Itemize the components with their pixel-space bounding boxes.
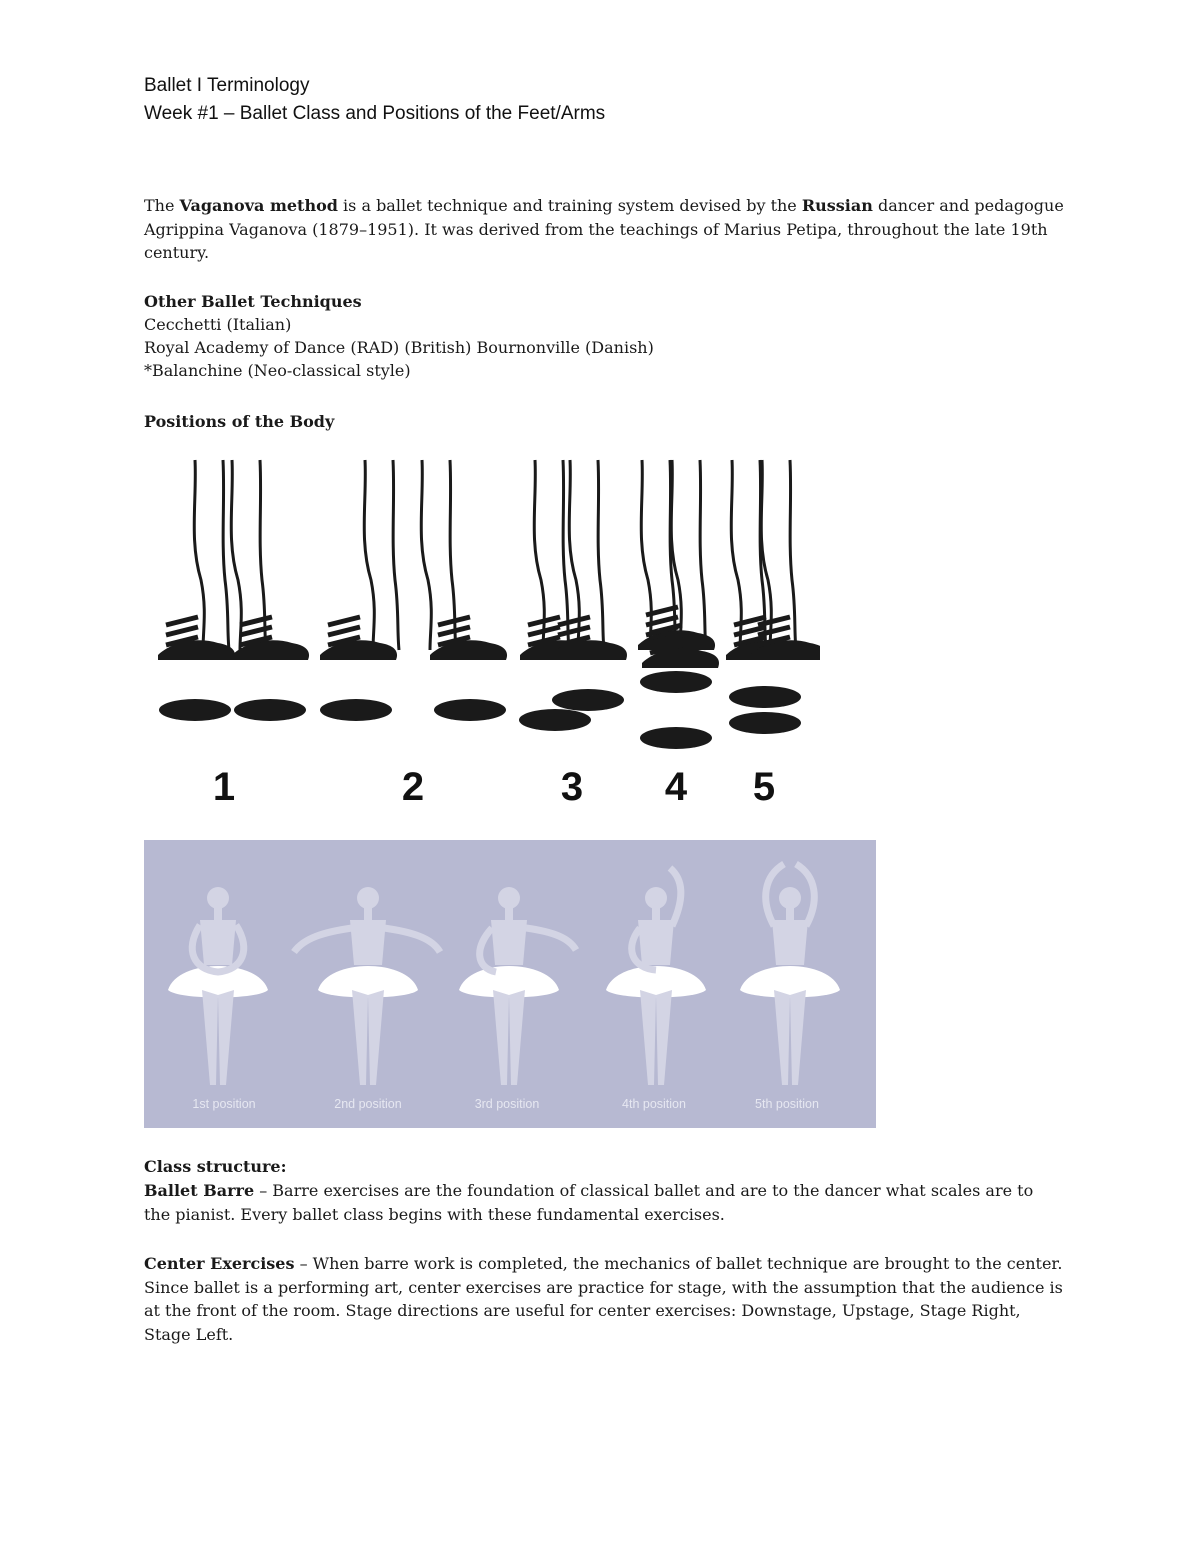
intro-text-1: The — [144, 196, 180, 215]
arm-label-4: 4th position — [622, 1097, 686, 1111]
feet-position-1 — [158, 458, 309, 721]
intro-term-vaganova: Vaganova method — [179, 196, 338, 215]
technique-item: *Balanchine (Neo-classical style) — [144, 361, 411, 380]
feet-number-3: 3 — [561, 765, 583, 809]
document-title: Ballet I Terminology — [144, 75, 310, 96]
barre-term: Ballet Barre — [144, 1181, 255, 1200]
feet-position-2 — [320, 458, 507, 721]
techniques-heading: Other Ballet Techniques — [144, 292, 362, 311]
feet-position-4 — [638, 458, 719, 749]
arm-position-1 — [168, 887, 268, 1085]
feet-position-5 — [726, 458, 820, 734]
positions-heading: Positions of the Body — [144, 412, 335, 431]
barre-paragraph: Ballet Barre – Barre exercises are the f… — [144, 1179, 1064, 1226]
arm-label-5: 5th position — [755, 1097, 819, 1111]
center-text: – When barre work is completed, the mech… — [144, 1254, 1063, 1344]
class-structure-heading: Class structure: — [144, 1157, 287, 1176]
technique-item: Royal Academy of Dance (RAD) (British) B… — [144, 338, 654, 357]
arm-position-3 — [459, 887, 580, 1085]
arm-position-2 — [291, 887, 444, 1085]
feet-position-3 — [519, 458, 627, 731]
arm-positions-illustration: 1st position 2nd position 3rd position 4… — [144, 840, 876, 1128]
arm-position-4 — [606, 865, 706, 1085]
arm-label-1: 1st position — [192, 1097, 255, 1111]
intro-term-russian: Russian — [801, 196, 873, 215]
feet-number-1: 1 — [213, 765, 235, 809]
feet-number-4: 4 — [665, 765, 688, 809]
center-paragraph: Center Exercises – When barre work is co… — [144, 1252, 1064, 1346]
arm-position-5 — [740, 861, 840, 1085]
intro-text-2: is a ballet technique and training syste… — [337, 196, 802, 215]
feet-positions-illustration: 1 2 3 4 5 — [150, 458, 820, 809]
feet-number-2: 2 — [402, 765, 424, 809]
feet-number-5: 5 — [753, 765, 775, 809]
document-subtitle: Week #1 – Ballet Class and Positions of … — [144, 103, 606, 124]
barre-text: – Barre exercises are the foundation of … — [144, 1181, 1034, 1224]
center-term: Center Exercises — [144, 1254, 295, 1273]
arm-label-2: 2nd position — [334, 1097, 401, 1111]
intro-paragraph: The Vaganova method is a ballet techniqu… — [144, 194, 1064, 265]
technique-item: Cecchetti (Italian) — [144, 315, 292, 334]
intro-text-3: dancer and pedagogue Agrippina Vaganova … — [144, 196, 1064, 262]
arm-label-3: 3rd position — [475, 1097, 540, 1111]
